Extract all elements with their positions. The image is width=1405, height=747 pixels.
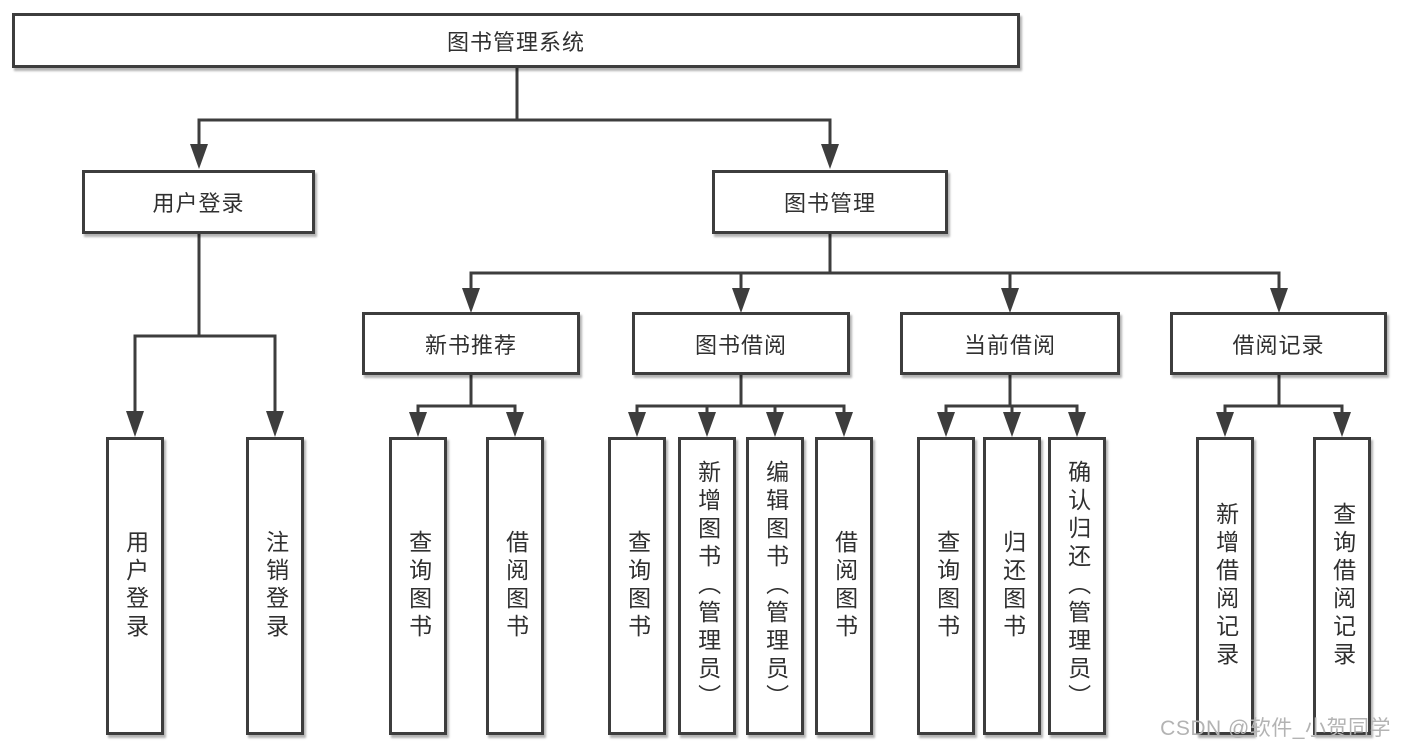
node-user-login: 用户登录 [82,170,315,234]
leaf-query-books: 查询图书 [917,437,975,735]
node-book-management: 图书管理 [712,170,948,234]
leaf-return-books: 归还图书 [983,437,1041,735]
node-library-system: 图书管理系统 [12,13,1020,68]
leaf-query-books: 查询图书 [389,437,447,735]
leaf-borrow-books: 借阅图书 [486,437,544,735]
leaf-query-books: 查询图书 [608,437,666,735]
node-new-book-recommend: 新书推荐 [362,312,580,375]
leaf-confirm-return-admin: 确认归还（管理员） [1048,437,1106,735]
leaf-logout: 注销登录 [246,437,304,735]
node-borrow-records: 借阅记录 [1170,312,1387,375]
leaf-edit-books-admin: 编辑图书（管理员） [746,437,804,735]
csdn-watermark: CSDN @软件_小贺同学 [1160,717,1391,740]
leaf-borrow-books: 借阅图书 [815,437,873,735]
leaf-query-borrow-record: 查询借阅记录 [1313,437,1371,735]
node-current-borrow: 当前借阅 [900,312,1120,375]
leaf-add-borrow-record: 新增借阅记录 [1196,437,1254,735]
leaf-user-login: 用户登录 [106,437,164,735]
node-book-borrow: 图书借阅 [632,312,850,375]
leaf-add-books-admin: 新增图书（管理员） [678,437,736,735]
